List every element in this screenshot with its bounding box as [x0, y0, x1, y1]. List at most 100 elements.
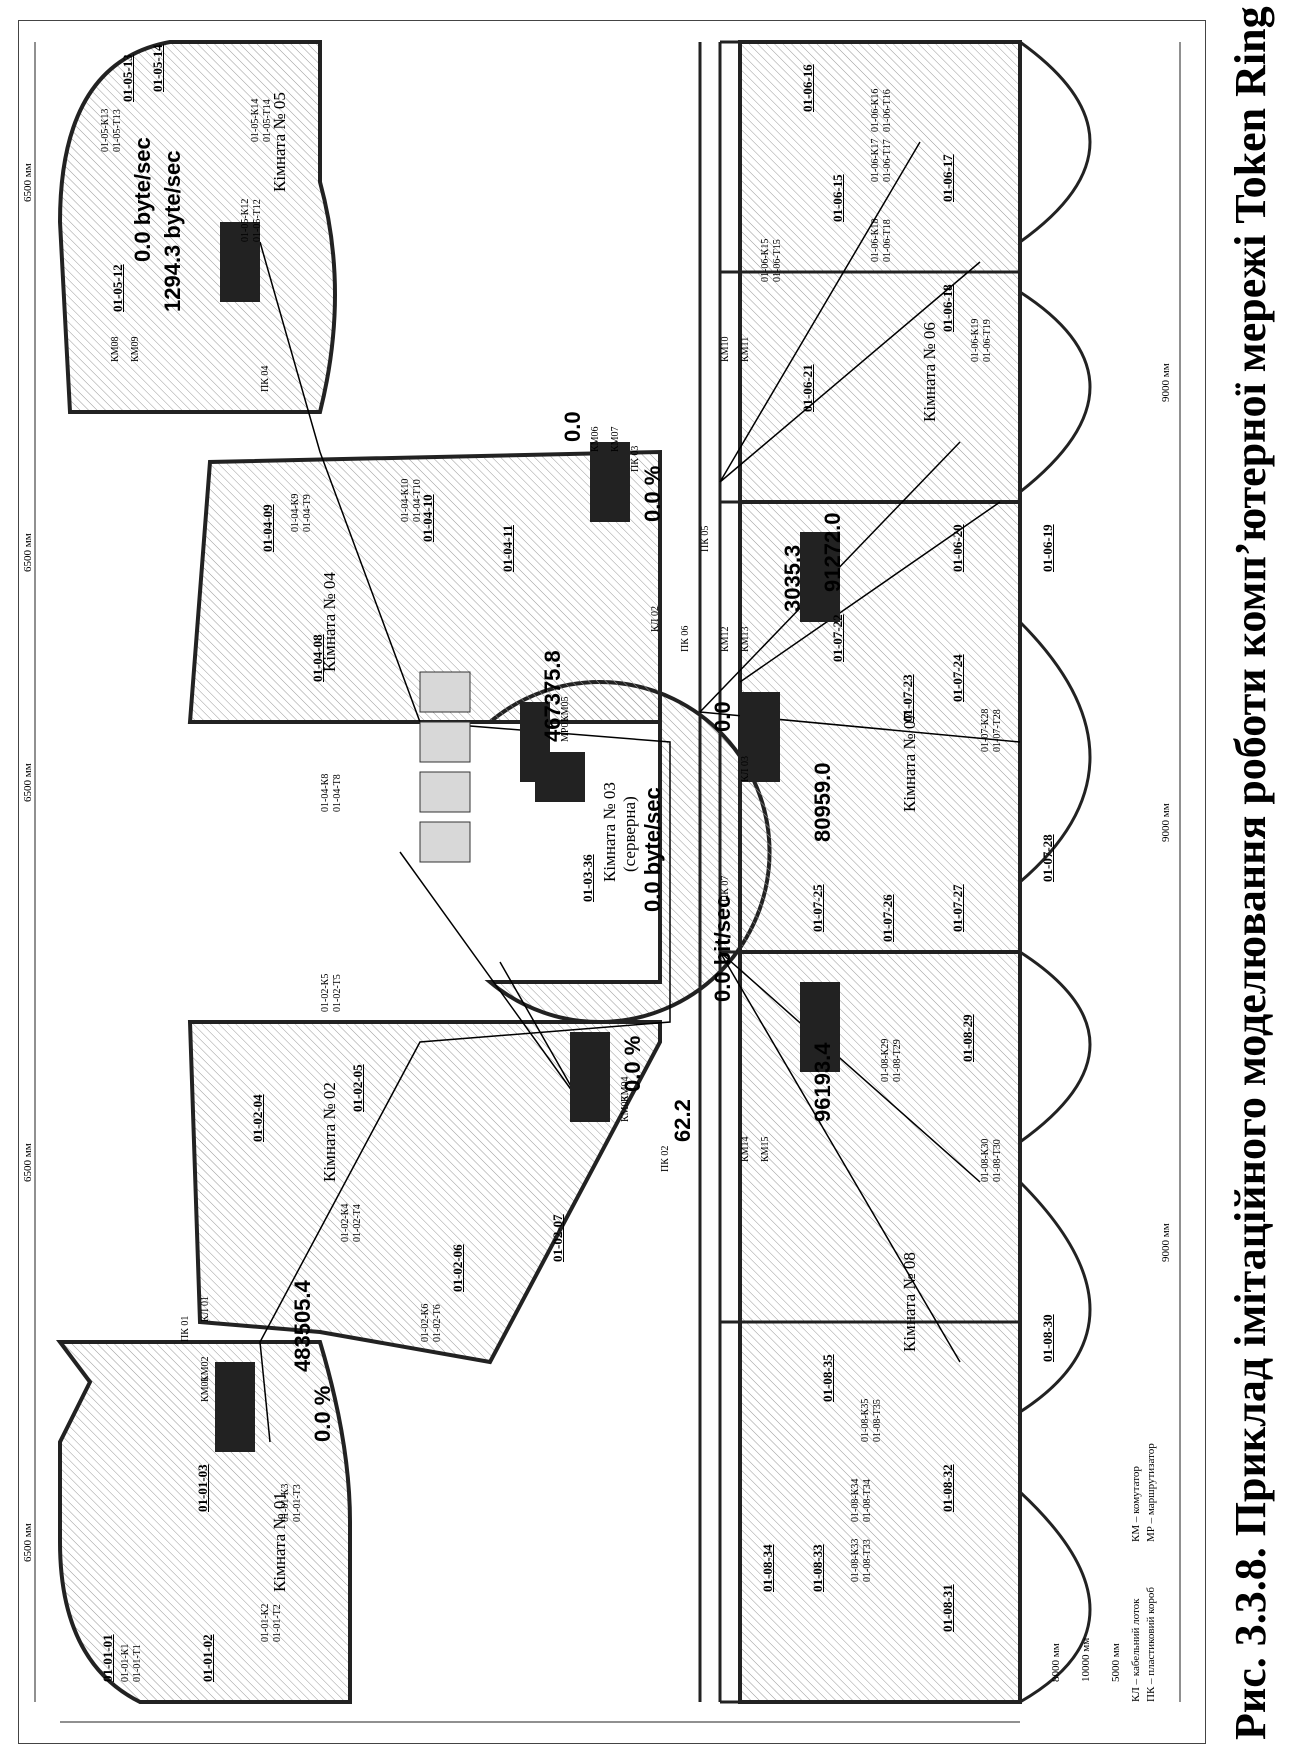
- dim-left-10000: 10000 мм: [1080, 1637, 1092, 1682]
- ws-01-03: 01-01-03: [195, 1464, 210, 1512]
- socket-k35: 01-08-К35: [860, 1398, 871, 1442]
- stat-3: 62.2: [670, 1099, 695, 1142]
- dim-bottom-9000-b: 9000 мм: [1160, 803, 1172, 842]
- ws-05-12: 01-05-12: [110, 264, 125, 312]
- ws-08-29: 01-08-29: [960, 1014, 975, 1062]
- room-08-label: Кімната № 08: [900, 1252, 919, 1352]
- lbl-kl01: КЛ 01: [200, 1296, 211, 1322]
- socket-t4: 01-02-Т4: [352, 1204, 363, 1242]
- stat-15: 91272.0: [820, 512, 845, 592]
- socket-t18: 01-06-Т18: [882, 219, 893, 262]
- dim-left-5000: 5000 мм: [1110, 1643, 1122, 1682]
- lbl-km13: КМ13: [740, 626, 751, 652]
- legend-plastic-duct: ПК – пластиковий короб: [1145, 1586, 1157, 1702]
- socket-k4: 01-02-К4: [340, 1203, 351, 1242]
- ws-06-15: 01-06-15: [830, 174, 845, 222]
- lbl-km10: КМ10: [720, 336, 731, 362]
- socket-t13: 01-05-Т13: [112, 109, 123, 152]
- socket-k34: 01-08-К34: [850, 1478, 861, 1522]
- floor-plan: Кімната № 01 Кімната № 02 Кімната № 03 (…: [20, 22, 1204, 1742]
- server-4: [419, 671, 471, 713]
- room-02-floor: [187, 1020, 662, 1365]
- backbone-cable: [259, 241, 671, 1443]
- legend-cable-tray: КЛ – кабельний лоток: [1130, 1598, 1142, 1702]
- socket-k3: 01-01-К3: [280, 1483, 291, 1522]
- router-mr01: [535, 752, 585, 802]
- room-05-floor: [57, 40, 337, 414]
- socket-t15: 01-06-Т15: [772, 239, 783, 282]
- lbl-km12: КМ12: [720, 626, 731, 652]
- ws-02-07: 01-02-07: [550, 1214, 565, 1262]
- stat-6: 0.0: [560, 411, 585, 442]
- socket-t30: 01-08-Т30: [992, 1139, 1003, 1182]
- ws-08-34: 01-08-34: [760, 1544, 775, 1592]
- ws-07-25: 01-07-25: [810, 884, 825, 932]
- dim-top-5: 6500 мм: [22, 163, 34, 202]
- ws-07-24: 01-07-24: [950, 654, 965, 702]
- switch-km10: [800, 532, 840, 622]
- lbl-pk05: ПК 05: [700, 525, 711, 552]
- switch-km06: [590, 442, 630, 522]
- room-06-label: Кімната № 06: [920, 322, 939, 422]
- stat-9: 1294.3 byte/sec: [160, 150, 185, 312]
- lbl-pk07: ПК 07: [720, 875, 731, 902]
- socket-k1: 01-01-К1: [120, 1643, 131, 1682]
- lbl-kl02: КЛ 02: [650, 606, 661, 632]
- lbl-pk03: ПК 03: [630, 445, 641, 472]
- socket-t8: 01-04-Т8: [332, 774, 343, 812]
- dim-top-3: 6500 мм: [22, 763, 34, 802]
- socket-k2: 01-01-К2: [260, 1603, 271, 1642]
- switch-km03: [570, 1032, 610, 1122]
- socket-k18: 01-06-К18: [870, 218, 881, 262]
- lbl-kl03: КЛ 03: [740, 756, 751, 782]
- socket-t28: 01-07-Т28: [992, 709, 1003, 752]
- partition-walls: [720, 270, 1020, 1324]
- socket-k12: 01-05-К12: [240, 198, 251, 242]
- lbl-km07: КМ07: [610, 426, 621, 452]
- dimension-lines: [34, 42, 1181, 1723]
- drawing-frame: [18, 20, 1206, 1744]
- room-05-label: Кімната № 05: [270, 92, 289, 192]
- socket-t33: 01-08-Т33: [862, 1539, 873, 1582]
- ws-03-36: 01-03-36: [580, 854, 595, 902]
- stat-1: 483505.4: [290, 1280, 315, 1372]
- ws-08-35: 01-08-35: [820, 1354, 835, 1402]
- switch-km14: [800, 982, 840, 1072]
- ws-01-02: 01-01-02: [200, 1634, 215, 1682]
- network-devices: [215, 222, 840, 1452]
- floor-plan-drawing: [34, 40, 1181, 1723]
- socket-k16: 01-06-К16: [870, 88, 881, 132]
- ws-07-26: 01-07-26: [880, 894, 895, 942]
- socket-t19: 01-06-Т19: [982, 319, 993, 362]
- socket-k13: 01-05-К13: [100, 108, 111, 152]
- dim-top-4: 6500 мм: [22, 533, 34, 572]
- ws-02-05: 01-02-05: [350, 1064, 365, 1112]
- lbl-km11: КМ11: [740, 336, 751, 362]
- lbl-km08: КМ08: [110, 336, 121, 362]
- dim-left-8000: 8000 мм: [1050, 1643, 1062, 1682]
- socket-t14: 01-05-Т14: [262, 99, 273, 142]
- ws-06-21: 01-06-21: [800, 364, 815, 412]
- outer-wall: [718, 40, 1020, 1704]
- lbl-km14: КМ14: [740, 1136, 751, 1162]
- stat-0: 0.0 %: [310, 1385, 335, 1442]
- lbl-km04: КМ04: [620, 1076, 631, 1102]
- stat-7: 0.0 %: [640, 465, 665, 522]
- socket-k10: 01-04-К10: [400, 478, 411, 522]
- lbl-pk02: ПК 02: [660, 1145, 671, 1172]
- socket-t35: 01-08-Т35: [872, 1399, 883, 1442]
- legend-router: МР – маршрутизатор: [1145, 1443, 1157, 1542]
- room-03-sublabel: (серверна): [620, 796, 639, 872]
- walls: [698, 40, 1092, 1704]
- stat-5: 0.0 byte/sec: [640, 787, 665, 912]
- socket-t5: 01-02-Т5: [332, 974, 343, 1012]
- ws-08-33: 01-08-33: [810, 1544, 825, 1592]
- switch-km12: [740, 692, 780, 782]
- ws-07-27: 01-07-27: [950, 884, 965, 932]
- switch-km08: [220, 222, 260, 302]
- lbl-km02: КМ02: [200, 1356, 211, 1382]
- lbl-pk01: ПК 01: [180, 1315, 191, 1342]
- ws-06-17: 01-06-17: [940, 154, 955, 202]
- room-03-label: Кімната № 03: [600, 782, 619, 882]
- dim-top-1: 6500 мм: [22, 1523, 34, 1562]
